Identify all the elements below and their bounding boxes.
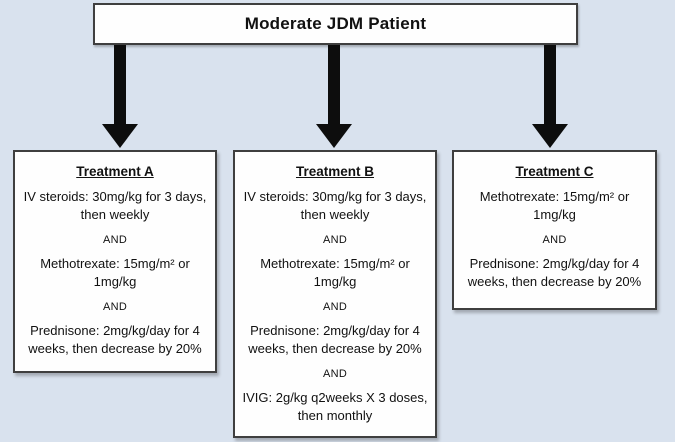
treatment-a-item-prednisone: Prednisone: 2mg/kg/day for 4 weeks, then… bbox=[28, 322, 202, 357]
and-connector: AND bbox=[102, 233, 128, 246]
treatment-b-item-prednisone: Prednisone: 2mg/kg/day for 4 weeks, then… bbox=[248, 322, 422, 357]
and-connector: AND bbox=[322, 300, 348, 313]
arrow-stem bbox=[114, 45, 126, 124]
treatment-b-item-iv-steroids: IV steroids: 30mg/kg for 3 days, then we… bbox=[243, 189, 427, 223]
treatment-a-box: Treatment A IV steroids: 30mg/kg for 3 d… bbox=[13, 150, 217, 373]
flow-arrow-to-treatment-a bbox=[102, 45, 138, 148]
arrow-down-icon bbox=[532, 124, 568, 148]
treatment-b-box: Treatment B IV steroids: 30mg/kg for 3 d… bbox=[233, 150, 437, 438]
treatment-a-item-iv-steroids: IV steroids: 30mg/kg for 3 days, then we… bbox=[23, 189, 207, 223]
and-connector: AND bbox=[542, 233, 567, 246]
root-node-moderate-jdm: Moderate JDM Patient bbox=[93, 3, 578, 45]
flow-arrow-to-treatment-c bbox=[532, 45, 568, 148]
treatment-c-item-methotrexate: Methotrexate: 15mg/m² or 1mg/kg bbox=[479, 189, 630, 223]
treatment-b-item-ivig: IVIG: 2g/kg q2weeks X 3 doses, then mont… bbox=[242, 389, 428, 424]
and-connector: AND bbox=[102, 300, 128, 313]
flow-arrow-to-treatment-b bbox=[316, 45, 352, 148]
treatment-c-item-prednisone: Prednisone: 2mg/kg/day for 4 weeks, then… bbox=[467, 255, 642, 290]
treatment-c-box: Treatment C Methotrexate: 15mg/m² or 1mg… bbox=[452, 150, 657, 310]
treatment-a-title: Treatment A bbox=[76, 164, 154, 179]
root-node-title: Moderate JDM Patient bbox=[244, 14, 427, 33]
treatment-b-title: Treatment B bbox=[295, 164, 375, 179]
arrow-stem bbox=[328, 45, 340, 124]
arrow-down-icon bbox=[102, 124, 138, 148]
and-connector: AND bbox=[322, 367, 348, 380]
and-connector: AND bbox=[322, 233, 348, 246]
treatment-c-title: Treatment C bbox=[515, 164, 594, 179]
arrow-down-icon bbox=[316, 124, 352, 148]
treatment-a-item-methotrexate: Methotrexate: 15mg/m² or 1mg/kg bbox=[40, 255, 190, 290]
arrow-stem bbox=[544, 45, 556, 124]
treatment-b-item-methotrexate: Methotrexate: 15mg/m² or 1mg/kg bbox=[260, 255, 410, 290]
